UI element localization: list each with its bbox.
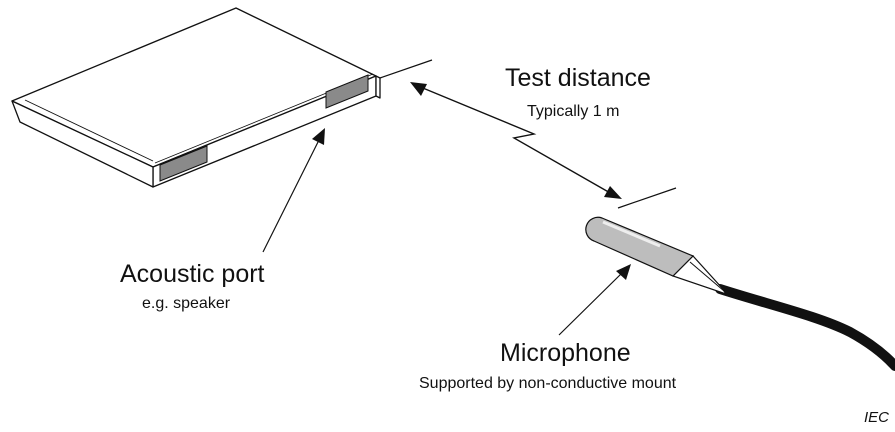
arrowhead-device-side xyxy=(410,82,427,96)
device-left-face xyxy=(11,100,154,188)
figure-credit: IEC xyxy=(864,409,890,426)
microphone-cable xyxy=(715,284,895,371)
microphone xyxy=(585,216,728,296)
test-distance-arrow xyxy=(417,85,613,195)
acoustic-port-leader-head xyxy=(312,128,325,145)
device-left-bevel xyxy=(24,99,154,162)
acoustic-port-leader xyxy=(262,137,321,253)
device-right-face xyxy=(375,75,381,99)
acoustic-port-left xyxy=(159,145,208,182)
microphone-highlight xyxy=(602,220,661,248)
acoustic-port-label: Acoustic port xyxy=(120,260,265,288)
test-distance-note: Typically 1 m xyxy=(527,103,620,120)
test-distance-label: Test distance xyxy=(505,64,651,92)
microphone-reference-line xyxy=(617,187,677,209)
microphone-label: Microphone xyxy=(500,339,631,367)
microphone-leader xyxy=(558,271,624,336)
microphone-tip-line xyxy=(689,261,725,292)
arrowhead-microphone-side xyxy=(604,186,622,199)
device-reference-line xyxy=(379,59,433,79)
microphone-note: Supported by non-conductive mount xyxy=(419,375,677,392)
microphone-capsule xyxy=(585,216,695,277)
acoustic-port-right xyxy=(325,74,369,109)
device-under-test xyxy=(11,7,381,188)
microphone-leader-head xyxy=(616,264,631,280)
acoustic-port-note: e.g. speaker xyxy=(142,295,231,312)
